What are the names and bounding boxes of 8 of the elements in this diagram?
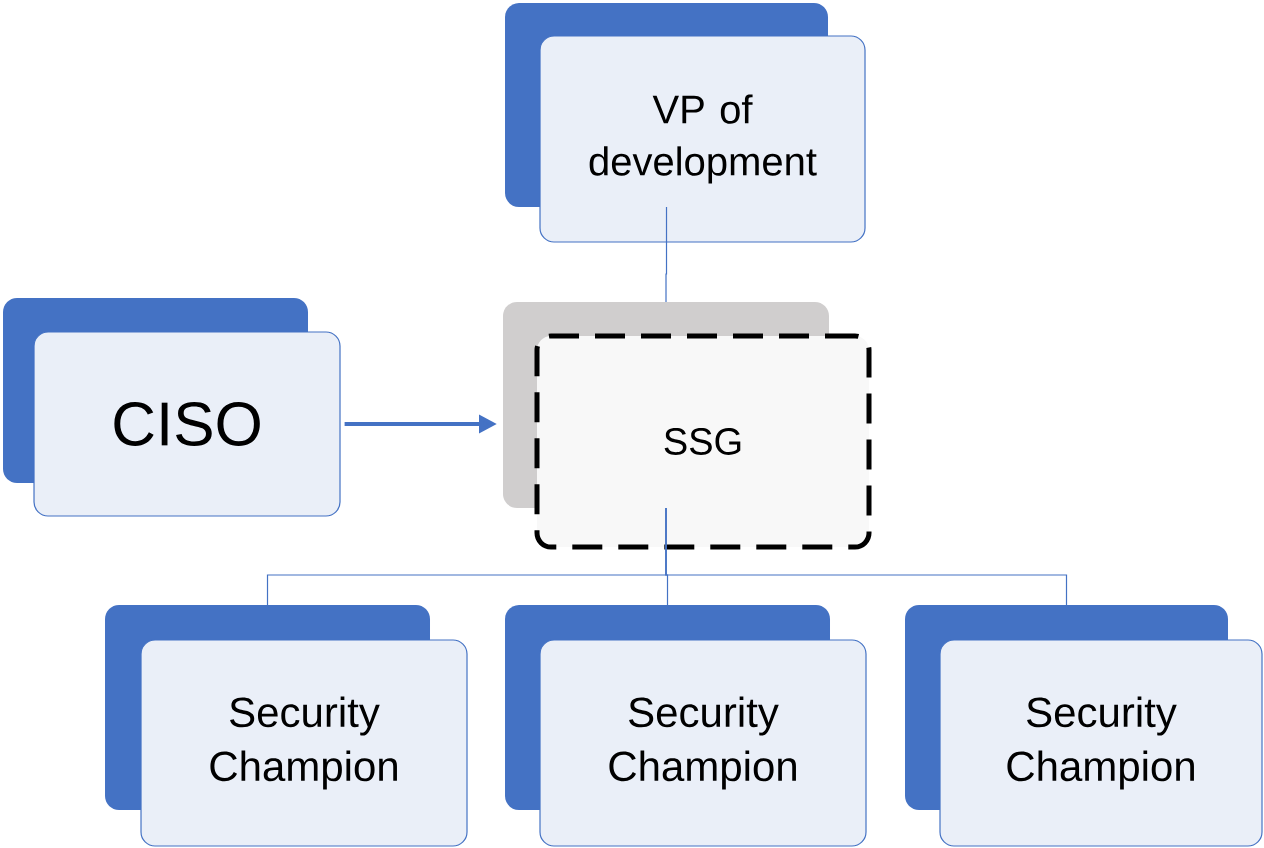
- org-box: Security Champion: [905, 605, 1263, 847]
- org-box: CISO: [3, 298, 341, 517]
- org-box: VP of development: [505, 3, 866, 243]
- org-box: Security Champion: [105, 605, 468, 847]
- org-box: Security Champion: [505, 605, 867, 847]
- org-box: SSG: [503, 302, 872, 550]
- connector: [665, 507, 1068, 606]
- connector: [665, 206, 668, 303]
